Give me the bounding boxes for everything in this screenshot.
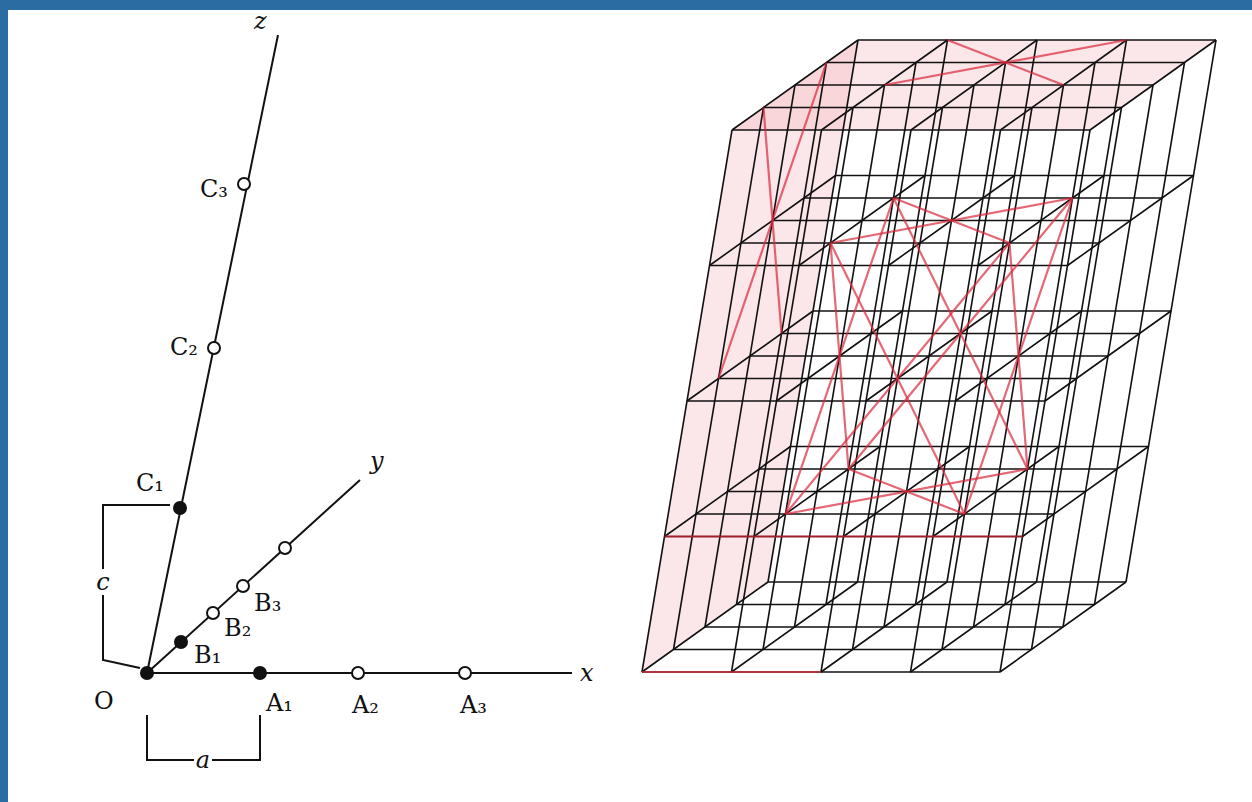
lattice-diagonal <box>849 469 965 514</box>
point-label: A₃ <box>458 692 489 718</box>
lattice-line <box>1063 85 1153 627</box>
lattice-points <box>141 178 471 679</box>
white-panel <box>8 10 1252 802</box>
lattice-line <box>974 85 1064 627</box>
lattice-diagonal <box>849 198 1073 469</box>
lattice-line <box>791 446 1149 448</box>
lattice-diagonal <box>885 40 1127 85</box>
lattice-line <box>1068 176 1194 266</box>
point-label: C₂ <box>168 334 200 360</box>
lattice-line <box>642 671 1000 673</box>
point-label: c <box>94 569 111 595</box>
lattice-diagonal <box>831 198 1073 243</box>
lattice-diagonal <box>786 243 1010 514</box>
lattice-diagonal <box>642 671 821 673</box>
lattice-line <box>858 39 1216 41</box>
lattice-point <box>238 178 250 190</box>
point-label: C₁ <box>134 470 166 496</box>
lattice-line <box>884 85 974 627</box>
lattice-line <box>813 310 1171 312</box>
lattice-diagonal <box>894 198 1010 243</box>
crystal-lattice <box>642 40 1216 672</box>
point-label: C₃ <box>198 176 230 202</box>
point-label: B₁ <box>192 642 223 668</box>
lattice-point <box>207 607 219 619</box>
lattice-line <box>1005 63 1095 605</box>
lattice-point <box>208 342 220 354</box>
lattice-diagonal <box>764 108 782 334</box>
point-label: B₂ <box>222 615 253 641</box>
lattice-diagonal <box>965 198 1073 514</box>
point-label: x <box>578 660 596 686</box>
lattice-diagonal <box>786 469 1028 514</box>
lattice-line <box>1095 63 1185 605</box>
lattice-point <box>237 580 249 592</box>
point-label: A₁ <box>264 690 295 716</box>
lattice-point <box>352 667 364 679</box>
lattice-diagonal <box>665 535 1023 537</box>
lattice-point <box>141 667 153 679</box>
point-label: a <box>194 747 212 773</box>
lattice-diagonal <box>894 198 1028 469</box>
lattice-line <box>804 197 1162 199</box>
lattice-point <box>254 667 266 679</box>
lattice-diagonal <box>786 198 894 514</box>
point-label: y <box>368 448 386 474</box>
dimension-bracket <box>103 505 170 668</box>
lattice-diagonal <box>831 243 965 514</box>
lattice-point <box>459 667 471 679</box>
point-label: B₃ <box>252 590 283 616</box>
z-axis <box>147 35 278 673</box>
y-axis <box>147 480 360 673</box>
lattice-diagonal <box>831 243 849 469</box>
lattice-line <box>1090 40 1216 130</box>
lattice-point <box>174 502 186 514</box>
lattice-point <box>175 636 187 648</box>
lattice-diagonal <box>1010 243 1028 469</box>
point-label: O <box>92 688 116 714</box>
lattice-line <box>665 536 1023 538</box>
lattice-line <box>759 468 1117 470</box>
lattice-line <box>836 175 1194 177</box>
lattice-line <box>768 581 1126 583</box>
point-label: z <box>252 8 269 34</box>
lattice-diagonal <box>719 63 827 379</box>
lattice-line <box>737 604 1095 606</box>
lattice-line <box>1126 40 1216 582</box>
lattice-point <box>279 542 291 554</box>
point-label: A₂ <box>350 692 381 718</box>
lattice-face <box>732 40 1216 130</box>
coordinate-axes <box>103 35 572 760</box>
